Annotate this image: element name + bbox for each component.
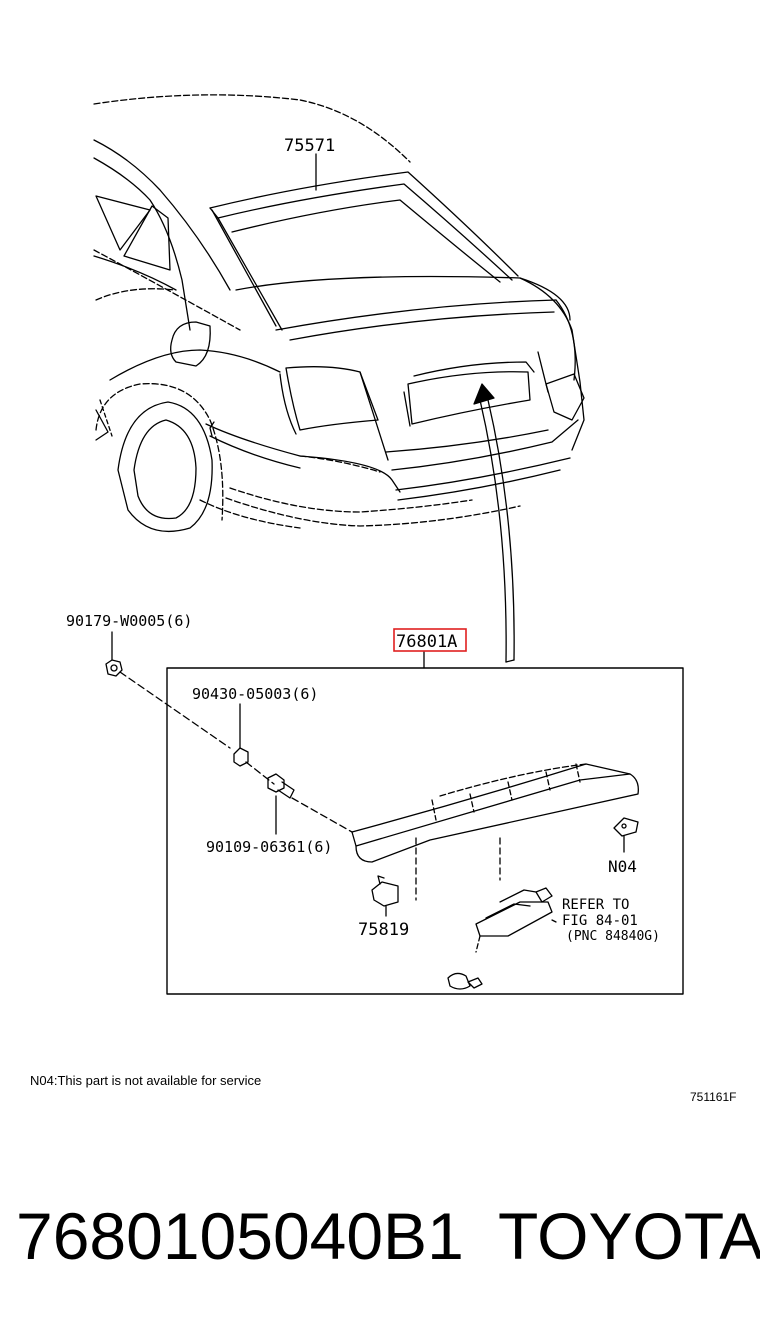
fastener-chain-line bbox=[119, 671, 231, 749]
footnote: N04:This part is not available for servi… bbox=[30, 1073, 262, 1088]
part-highlight bbox=[393, 628, 467, 652]
nut-90430-icon bbox=[233, 747, 249, 767]
label-refer-fig: FIG 84-01 bbox=[562, 913, 638, 929]
license-lamp-icon bbox=[475, 887, 557, 953]
spoiler-lamp-drawing bbox=[351, 763, 639, 901]
label-90430: 90430-05003(6) bbox=[192, 685, 318, 703]
label-refer-pnc: (PNC 84840G) bbox=[566, 929, 660, 944]
nut-90179-icon bbox=[105, 659, 123, 677]
screw-grommet-icon bbox=[447, 972, 483, 990]
socket-75819-icon bbox=[371, 875, 399, 917]
label-90109: 90109-06361(6) bbox=[206, 838, 332, 856]
label-75819: 75819 bbox=[358, 920, 409, 940]
clip-n04-icon bbox=[613, 817, 639, 853]
bolt-90109-icon bbox=[267, 773, 295, 799]
install-arrow bbox=[473, 383, 515, 663]
figure-code: 751161F bbox=[690, 1090, 737, 1104]
part-number: 7680105040B1 bbox=[16, 1199, 464, 1273]
car-body-drawing bbox=[93, 94, 585, 532]
label-90179: 90179-W0005(6) bbox=[66, 612, 192, 630]
label-n04: N04 bbox=[608, 857, 637, 876]
label-refer-to: REFER TO bbox=[562, 897, 629, 913]
brand-name: TOYOTA bbox=[498, 1199, 760, 1273]
label-76801a: 76801A bbox=[396, 632, 457, 652]
detail-box bbox=[166, 667, 684, 995]
label-75571: 75571 bbox=[284, 136, 335, 156]
